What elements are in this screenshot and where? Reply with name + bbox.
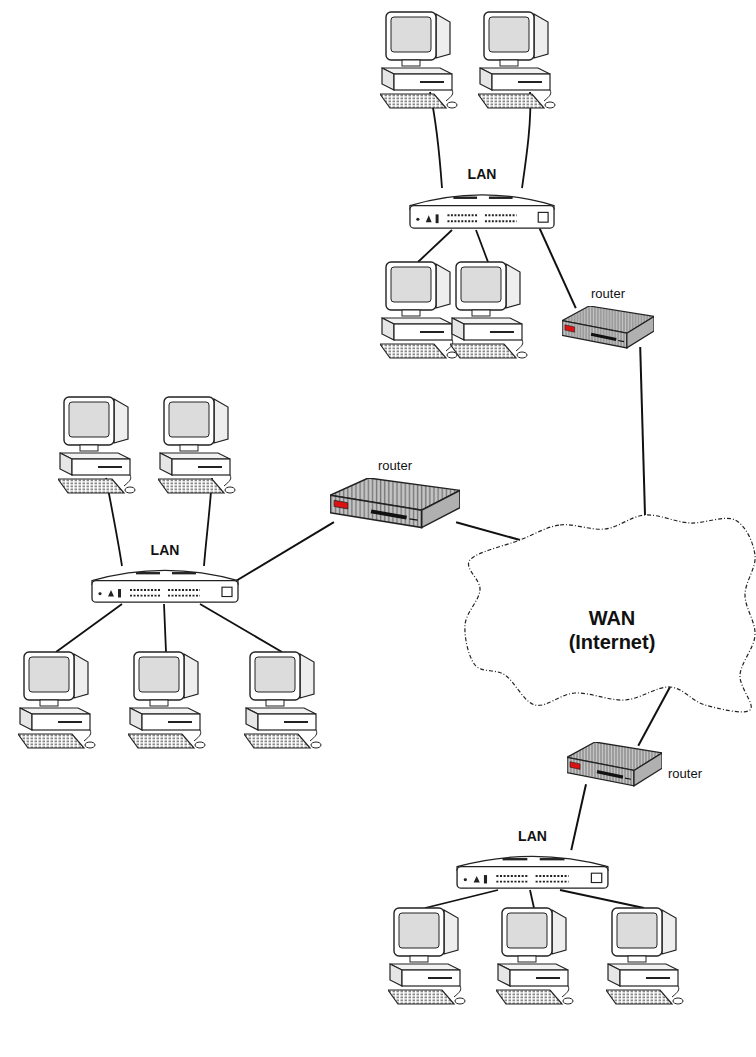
lan-wire [530, 890, 534, 908]
router-symbol [562, 306, 654, 348]
lan-hub: LAN [90, 562, 240, 604]
lan-wire [425, 890, 498, 908]
router-box-shape [567, 742, 662, 788]
network-link [571, 784, 586, 850]
node-label: LAN [518, 828, 547, 844]
computer [450, 262, 527, 358]
lan-hub: LAN [408, 186, 556, 230]
computer [380, 12, 457, 108]
network-link [638, 687, 670, 746]
hub-symbol [457, 856, 608, 888]
lan-wire [560, 890, 644, 908]
node-label: LAN [151, 542, 180, 558]
node-label: router [668, 767, 702, 782]
computer [388, 908, 465, 1004]
node-label: router [378, 459, 412, 474]
node-label: LAN [468, 166, 497, 182]
computer [158, 397, 235, 493]
node-label: WAN (Internet) [547, 606, 677, 654]
router-symbol [567, 742, 662, 786]
lan-wire [56, 604, 122, 652]
computer [18, 652, 95, 748]
computer [606, 908, 683, 1004]
cloud-outline [465, 515, 755, 712]
computer [58, 397, 135, 493]
wan-cloud: WAN (Internet) [465, 515, 755, 720]
computer [478, 12, 555, 108]
network-link [540, 229, 576, 309]
lan-wire [418, 230, 452, 262]
computer [244, 652, 321, 748]
lan-hub-shape [455, 848, 610, 890]
lan-wire [164, 604, 166, 652]
hub-symbol [92, 570, 238, 602]
router-symbol [330, 478, 460, 528]
router-box-shape [330, 478, 460, 530]
router-box: router [562, 306, 654, 350]
lan-wire [200, 604, 282, 652]
computer [496, 908, 573, 1004]
router-box: router [330, 478, 460, 530]
router-box: router [567, 742, 662, 788]
network-link [456, 522, 520, 540]
hub-symbol [410, 195, 554, 228]
lan-hub-shape [90, 562, 240, 604]
computer [128, 652, 205, 748]
lan-hub-shape [408, 186, 556, 230]
lan-hub: LAN [455, 848, 610, 890]
lan-wires [56, 92, 644, 908]
network-link [640, 347, 645, 515]
node-label: router [591, 287, 625, 302]
computer [380, 262, 457, 358]
lan-wire [476, 230, 488, 262]
computers [18, 12, 683, 1004]
router-box-shape [562, 306, 654, 350]
network-link [233, 522, 334, 583]
